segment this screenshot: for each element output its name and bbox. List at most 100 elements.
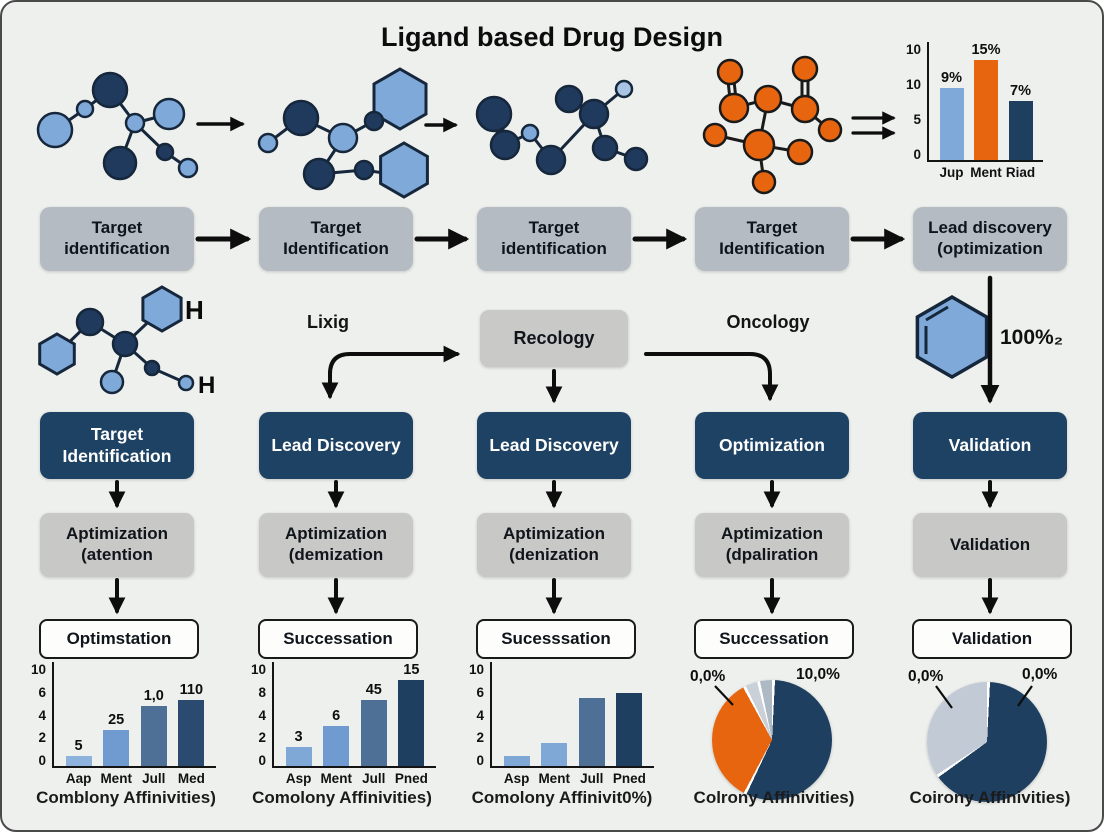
bar-value-label: 110 <box>179 682 204 699</box>
x-tick-label: Riad <box>1005 165 1036 180</box>
molecule-5: H H <box>38 285 215 399</box>
bar-group: 15% Ment <box>970 42 1002 180</box>
pie-chart-2 <box>927 682 1047 802</box>
y-tick-label: 4 <box>476 707 484 723</box>
bar <box>939 87 964 160</box>
h-label-top: H <box>185 295 204 325</box>
chart-caption-3: Comolony Affinivit0%) <box>471 788 653 807</box>
molecule-1 <box>36 71 199 181</box>
bar-value-label: 5 <box>74 737 83 754</box>
bar-value-label: 15 <box>403 662 420 678</box>
h-label-bottom: H <box>198 372 215 399</box>
molecule-4 <box>702 55 843 195</box>
bar <box>103 729 130 766</box>
outcome-box-5: Validation <box>912 619 1072 659</box>
chart-caption-2: Comolony Affinivities) <box>252 788 432 807</box>
lixig-label: Lixig <box>306 312 349 332</box>
bar-group: 9%Jup <box>939 42 964 180</box>
y-tick-label: 2 <box>258 730 266 746</box>
x-tick-label: Asp <box>503 771 530 786</box>
x-tick-label: Jup <box>939 165 964 180</box>
bar-value-label: 6 <box>332 708 341 725</box>
oncology-label: Oncology <box>726 312 810 332</box>
plot-area: 9%Jup 15% Ment 7%Riad <box>927 42 1043 180</box>
stage-box-5: Lead discovery (optimization <box>913 207 1067 271</box>
bar <box>285 747 312 766</box>
x-tick-label: Ment <box>538 771 570 786</box>
bar <box>541 743 568 766</box>
y-tick-label: 2 <box>38 730 46 746</box>
sub-box-4: Aptimization (dpaliration <box>695 513 849 577</box>
x-tick-label: Ment <box>100 771 132 786</box>
pie1-left-label: 0,0% <box>690 668 726 685</box>
y-tick-label: 10 <box>250 662 266 677</box>
y-tick-label: 5 <box>913 112 921 127</box>
bar <box>140 705 167 766</box>
y-tick-label: 0 <box>38 753 46 768</box>
bar <box>398 680 425 766</box>
phase-box-3: Lead Discovery <box>477 412 631 479</box>
bar-value-label: 3 <box>294 729 303 746</box>
bar-value-label: 15% <box>971 42 1001 58</box>
benzene-icon <box>915 294 989 380</box>
outcome-box-1: Optimstation <box>39 619 199 659</box>
bar <box>503 755 530 766</box>
chart-caption-5: Coirony Affinivities) <box>909 788 1071 807</box>
phase-box-2: Lead Discovery <box>259 412 413 479</box>
bar-group: Asp <box>503 662 530 786</box>
x-tick-label: Asp <box>285 771 312 786</box>
sub-box-1: Aptimization (atention <box>40 513 194 577</box>
outcome-box-2: Successation <box>258 619 418 659</box>
bar <box>974 60 998 160</box>
x-tick-label: Pned <box>394 771 428 786</box>
pie-chart-1 <box>712 680 832 800</box>
chart-caption-1: Comblony Affinivities) <box>36 788 216 807</box>
x-tick-label: Med <box>177 771 205 786</box>
percent-label: 100%₂ <box>1000 326 1064 349</box>
outcome-box-3: Sucesssation <box>476 619 636 659</box>
x-tick-label: Jull <box>362 771 386 786</box>
outcome-box-4: Successation <box>694 619 854 659</box>
y-tick-label: 4 <box>258 707 266 723</box>
bar-value-label: 45 <box>365 682 382 699</box>
y-tick-label: 10 <box>905 42 921 57</box>
y-tick-label: 0 <box>476 753 484 768</box>
y-tick-label: 0 <box>258 753 266 768</box>
y-tick-label: 4 <box>38 707 46 723</box>
bar <box>1008 101 1033 160</box>
bar-group: 7%Riad <box>1006 42 1035 180</box>
phase-box-1: Target Identification <box>40 412 194 479</box>
page-title: Ligand based Drug Design <box>380 22 724 52</box>
y-axis: 10 8 4 2 0 <box>248 662 272 768</box>
bar-group: Pned <box>613 662 646 786</box>
bar <box>616 693 643 766</box>
bar <box>178 700 205 766</box>
sub-box-3: Aptimization (denization <box>477 513 631 577</box>
y-tick-label: 6 <box>38 684 46 700</box>
pie2-left-label: 0,0% <box>908 668 944 685</box>
phase-box-5: Validation <box>913 412 1067 479</box>
x-tick-label: Aap <box>65 771 92 786</box>
x-tick-label: Ment <box>970 165 1002 180</box>
y-tick-label: 8 <box>258 684 266 700</box>
recology-box: Recology <box>480 310 628 367</box>
y-tick-label: 6 <box>476 684 484 700</box>
stage-box-1: Target identification <box>40 207 194 271</box>
x-tick-label: Jull <box>142 771 166 786</box>
bar <box>360 700 387 766</box>
bar-value-label: 25 <box>108 711 125 728</box>
y-tick-label: 10 <box>30 662 46 677</box>
